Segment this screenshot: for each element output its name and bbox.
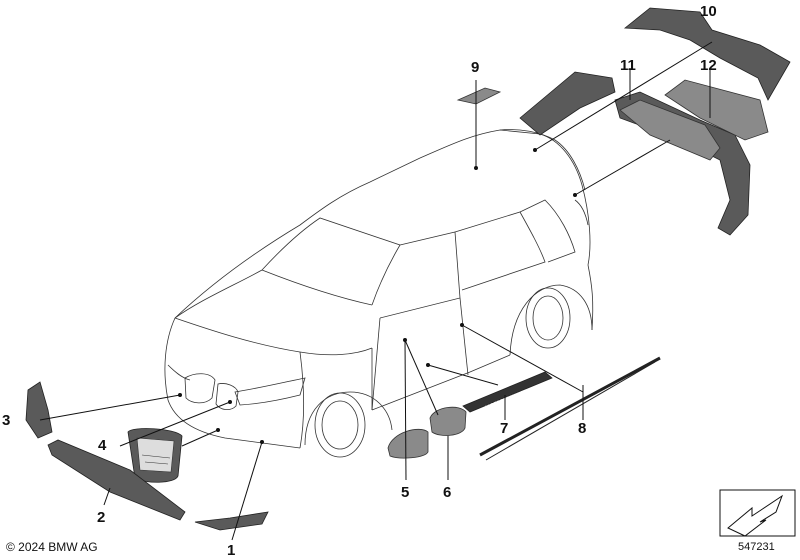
part-door-sill-plate: M PERFORMANCE	[462, 371, 553, 413]
callout-4: 4	[98, 437, 107, 454]
part-kidney-grille	[127, 428, 183, 483]
copyright-text: © 2024 BMW AG	[6, 540, 98, 554]
callout-labels: 1 2 3 4 5 6 7 8 9 10 11 12	[2, 3, 717, 559]
callout-10: 10	[700, 3, 717, 20]
callout-6: 6	[443, 484, 451, 501]
part-front-flap	[194, 511, 269, 531]
callout-12: 12	[700, 57, 717, 74]
callout-5: 5	[401, 484, 409, 501]
part-mirror-cap-right	[429, 406, 467, 436]
part-roof-spoiler	[623, 7, 791, 101]
part-mirror-cap-left	[387, 428, 429, 459]
part-side-stripe	[479, 356, 661, 461]
callout-11: 11	[620, 57, 636, 74]
part-roof-antenna-cover	[456, 87, 502, 105]
callout-1: 1	[227, 542, 235, 559]
callout-2: 2	[97, 509, 105, 526]
callout-7: 7	[500, 420, 508, 437]
part-front-side-trim	[25, 381, 53, 439]
callout-8: 8	[578, 420, 586, 437]
leader-lines	[39, 41, 713, 541]
leader-dots	[178, 148, 577, 444]
part-front-splitter	[47, 439, 186, 521]
callout-3: 3	[2, 412, 10, 429]
orientation-arrow-icon	[719, 489, 796, 537]
diagram-reference-number: 547231	[738, 541, 775, 553]
car-outline	[164, 129, 594, 458]
callout-9: 9	[471, 59, 479, 76]
part-diffuser-insert	[619, 79, 769, 161]
